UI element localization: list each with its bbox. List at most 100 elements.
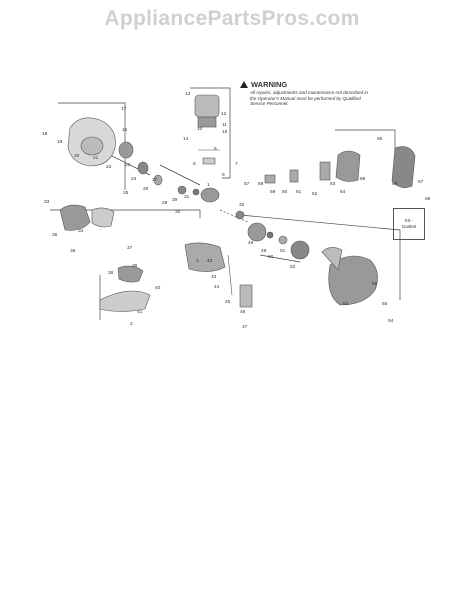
part-label: 41 (137, 309, 143, 315)
muffler-part (391, 146, 416, 188)
part-label: 55 (382, 301, 388, 307)
part-label: 52 (290, 264, 296, 270)
part-label: 18 (42, 131, 48, 137)
seal-part (192, 188, 200, 196)
part-label: 42 (207, 258, 213, 264)
part-label: 21 (93, 155, 99, 161)
watermark-text: AppliancePartsPros.com (104, 7, 360, 30)
clutch-drum-part (321, 247, 343, 271)
part-label: 14 (183, 136, 189, 142)
part-label: 38 (108, 270, 114, 276)
part-label: 37 (127, 245, 133, 251)
part-label: 35 (52, 232, 58, 238)
part-label: 15 (222, 129, 228, 135)
starter-pulley-part (118, 141, 134, 159)
part-label: 3 (196, 258, 199, 264)
fuel-tank-part (99, 290, 151, 312)
part-label: 60 (282, 189, 288, 195)
part-label: 31 (184, 194, 190, 200)
part-label: 56 (372, 281, 378, 287)
small-plate-part (289, 169, 299, 183)
part-label: 30 (175, 209, 181, 215)
part-label: 57 (244, 181, 250, 187)
part-label: 65 (377, 136, 383, 142)
part-label: 17 (121, 106, 127, 112)
warning-title-text: WARNING (251, 80, 288, 89)
rod-part (202, 157, 216, 165)
clutch-part (290, 240, 310, 260)
part-label: 6 (214, 146, 217, 152)
part-label: 68 (392, 181, 398, 187)
part-label: 10 (197, 126, 203, 132)
warning-triangle-icon (240, 81, 248, 88)
warning-text: All repairs, adjustments and maintenance… (250, 90, 368, 107)
muffler-shield-part (335, 150, 361, 182)
spring-part (137, 161, 149, 175)
part-label: 64 (340, 189, 346, 195)
cylinder-part (194, 94, 220, 118)
crankcase-part (184, 242, 226, 272)
throttle-handle-part (117, 265, 144, 283)
part-label: 28 (162, 200, 168, 206)
part-label: 63 (330, 181, 336, 187)
part-label: 53 (343, 301, 349, 307)
clutch-washer-part (278, 235, 288, 245)
crankshaft-part (200, 187, 220, 203)
part-label: 39 (132, 263, 138, 269)
part-label: 16 (122, 127, 128, 133)
part-label: 48 (248, 240, 254, 246)
part-label: 58 (258, 181, 264, 187)
part-label: 27 (152, 177, 158, 183)
part-label: 59 (270, 189, 276, 195)
kit-label-line1: Kit - (404, 218, 414, 223)
gasket-part (319, 161, 331, 181)
gasket-kit-box: Kit - Gasket (393, 208, 425, 240)
part-label: 9 (222, 172, 225, 178)
part-label: 25 (123, 190, 129, 196)
part-label: 40 (155, 285, 161, 291)
part-label: 33 (44, 199, 50, 205)
part-number-labels: 13 12 10 11 15 14 6 8 7 9 17 18 19 16 20… (42, 91, 431, 330)
piston-part (197, 116, 217, 128)
small-bracket-part (264, 174, 276, 184)
part-label: 29 (172, 197, 178, 203)
housing-hole-part (80, 136, 104, 156)
part-label: 24 (131, 176, 137, 182)
kit-label-line2: Gasket (401, 224, 417, 229)
flywheel-part (247, 222, 267, 242)
part-drawings (59, 94, 416, 312)
part-label: 66 (425, 196, 431, 202)
part-label: 11 (222, 122, 227, 128)
part-label: 8 (193, 161, 196, 167)
air-cover-part (91, 207, 115, 228)
part-label: 34 (78, 228, 84, 234)
warning-title: WARNING (240, 80, 370, 89)
part-label: 45 (225, 299, 231, 305)
part-label: 54 (388, 318, 394, 324)
part-label: 62 (312, 191, 318, 197)
ignition-wire-part (227, 254, 233, 296)
part-label: 13 (185, 91, 191, 97)
warning-notice: WARNING All repairs, adjustments and mai… (240, 80, 370, 107)
part-label: 36 (70, 248, 76, 254)
leader-lines (50, 87, 401, 320)
part-label: 61 (296, 189, 302, 195)
part-label: 46 (240, 309, 246, 315)
part-label: 49 (261, 248, 267, 254)
part-label: 26 (143, 186, 149, 192)
part-label: 43 (211, 274, 217, 280)
part-label: 20 (74, 153, 80, 159)
bearing-part (177, 185, 187, 195)
part-label: 69 (360, 176, 366, 182)
bearing-right-part (235, 210, 245, 220)
nut-part (266, 231, 274, 239)
part-label: 1 (207, 182, 210, 188)
part-label: 50 (268, 254, 274, 260)
washer-part (153, 174, 163, 186)
part-label: 2 (130, 321, 133, 327)
air-filter-part (59, 204, 91, 231)
part-label: 32 (239, 202, 245, 208)
part-label: 23 (125, 162, 131, 168)
part-label: 67 (418, 179, 424, 185)
